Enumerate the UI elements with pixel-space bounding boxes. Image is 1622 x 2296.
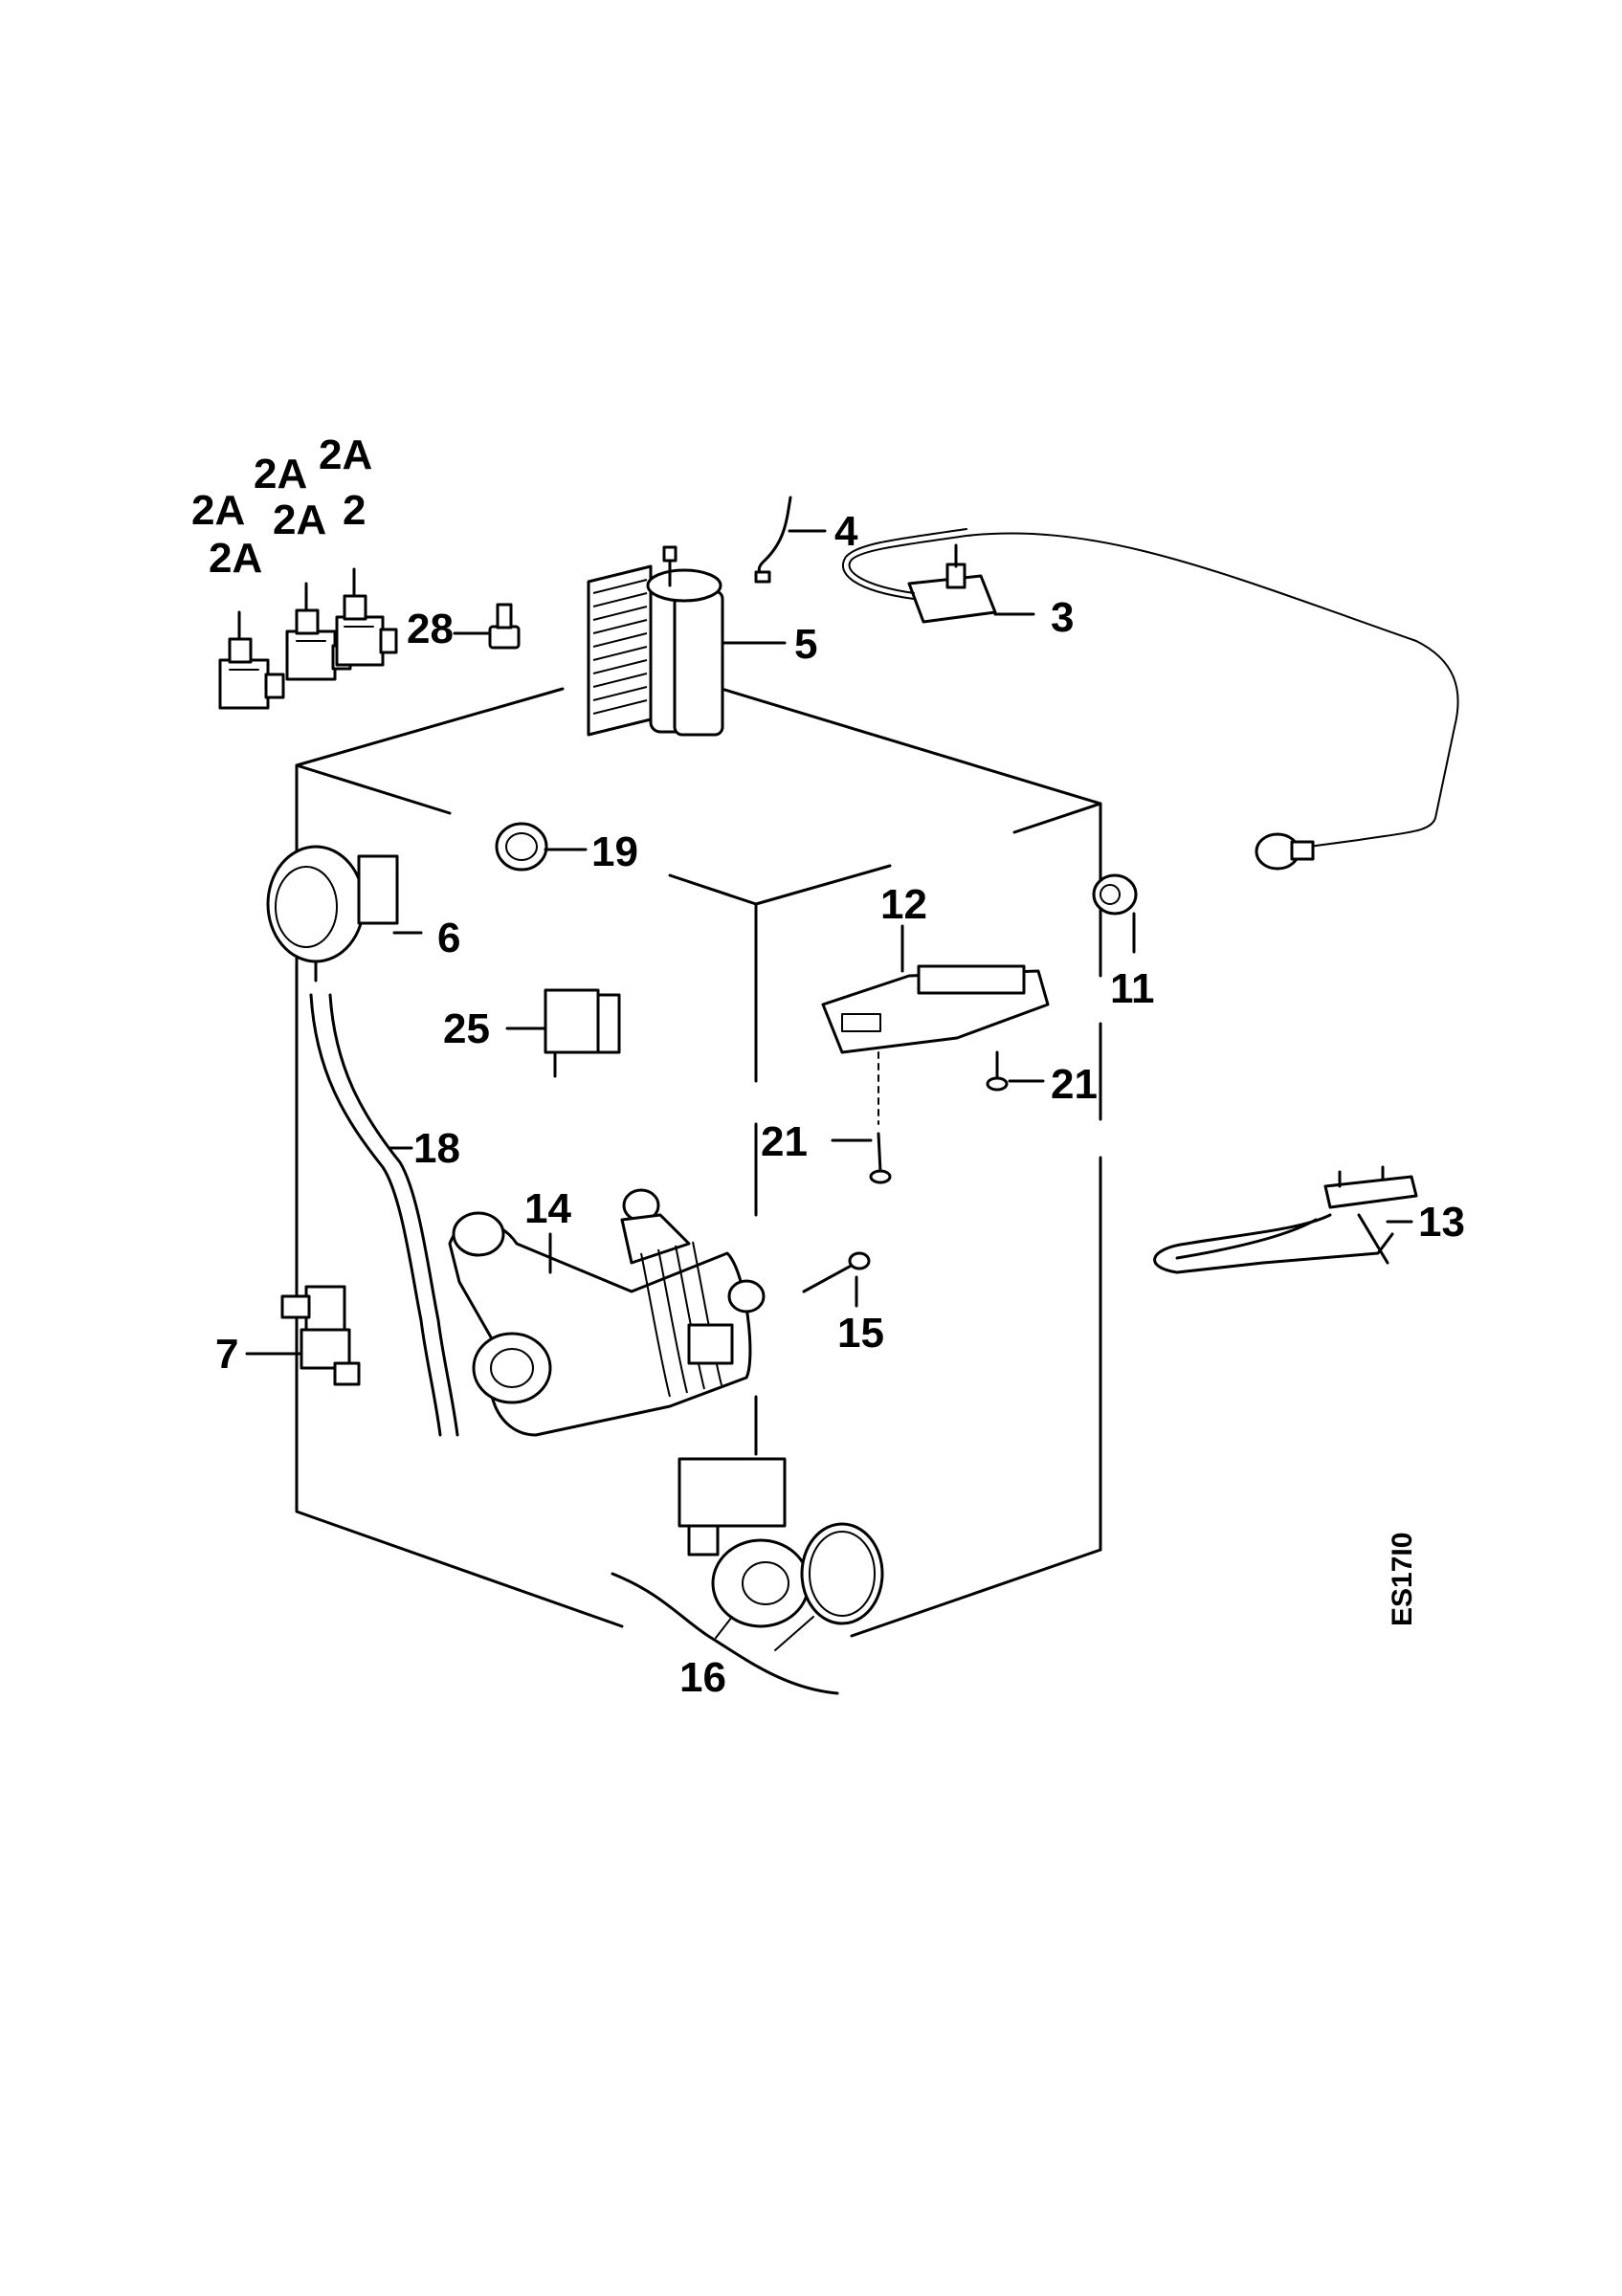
label-14: 14 [524, 1185, 571, 1232]
label-4: 4 [834, 508, 858, 555]
label-3: 3 [1051, 594, 1074, 641]
label-2a-1: 2A [209, 535, 262, 582]
switch-2a-left [218, 610, 285, 710]
label-19: 19 [591, 828, 638, 875]
pin-28 [453, 603, 521, 650]
bushing-11 [1092, 873, 1138, 954]
label-7: 7 [215, 1331, 238, 1378]
drawing-code: ES17I0 [1387, 1533, 1418, 1626]
label-6: 6 [437, 915, 460, 961]
label-5: 5 [794, 621, 817, 668]
label-28: 28 [407, 606, 454, 652]
label-13: 13 [1418, 1199, 1465, 1246]
label-11: 11 [1110, 965, 1155, 1012]
heater-13 [1153, 1165, 1418, 1274]
label-2a-3: 2A [273, 497, 326, 543]
drain-pump-16 [611, 1457, 884, 1695]
label-12: 12 [880, 881, 927, 928]
switch-2 [335, 567, 398, 667]
label-2a-5: 2A [319, 431, 372, 478]
door-lock-12 [821, 924, 1050, 1125]
label-21-a: 21 [761, 1118, 808, 1165]
label-21-b: 21 [1051, 1061, 1098, 1108]
wire-4 [754, 496, 827, 584]
label-18: 18 [413, 1125, 460, 1172]
thermostat-3 [841, 528, 1459, 871]
screw-21-a [831, 1132, 892, 1184]
label-25: 25 [443, 1005, 490, 1052]
label-2a-2: 2A [191, 487, 245, 534]
motor-14 [448, 1188, 766, 1437]
relay-25 [505, 988, 621, 1078]
grommet-19 [495, 822, 588, 872]
screw-21-b [986, 1050, 1045, 1092]
part-labels: 2A 2A 2A 2A 2A 2 28 5 4 3 19 6 12 11 25 … [191, 431, 1465, 1701]
label-15: 15 [837, 1310, 884, 1357]
timer-5 [587, 545, 787, 737]
screw-15 [802, 1251, 871, 1308]
cabinet-outline [295, 687, 1102, 1638]
label-16: 16 [679, 1654, 726, 1701]
label-2: 2 [343, 487, 366, 534]
label-2a-4: 2A [254, 451, 307, 497]
hose-18 [309, 993, 459, 1437]
valve-7 [245, 1285, 361, 1386]
pressure-switch-6 [266, 845, 423, 982]
